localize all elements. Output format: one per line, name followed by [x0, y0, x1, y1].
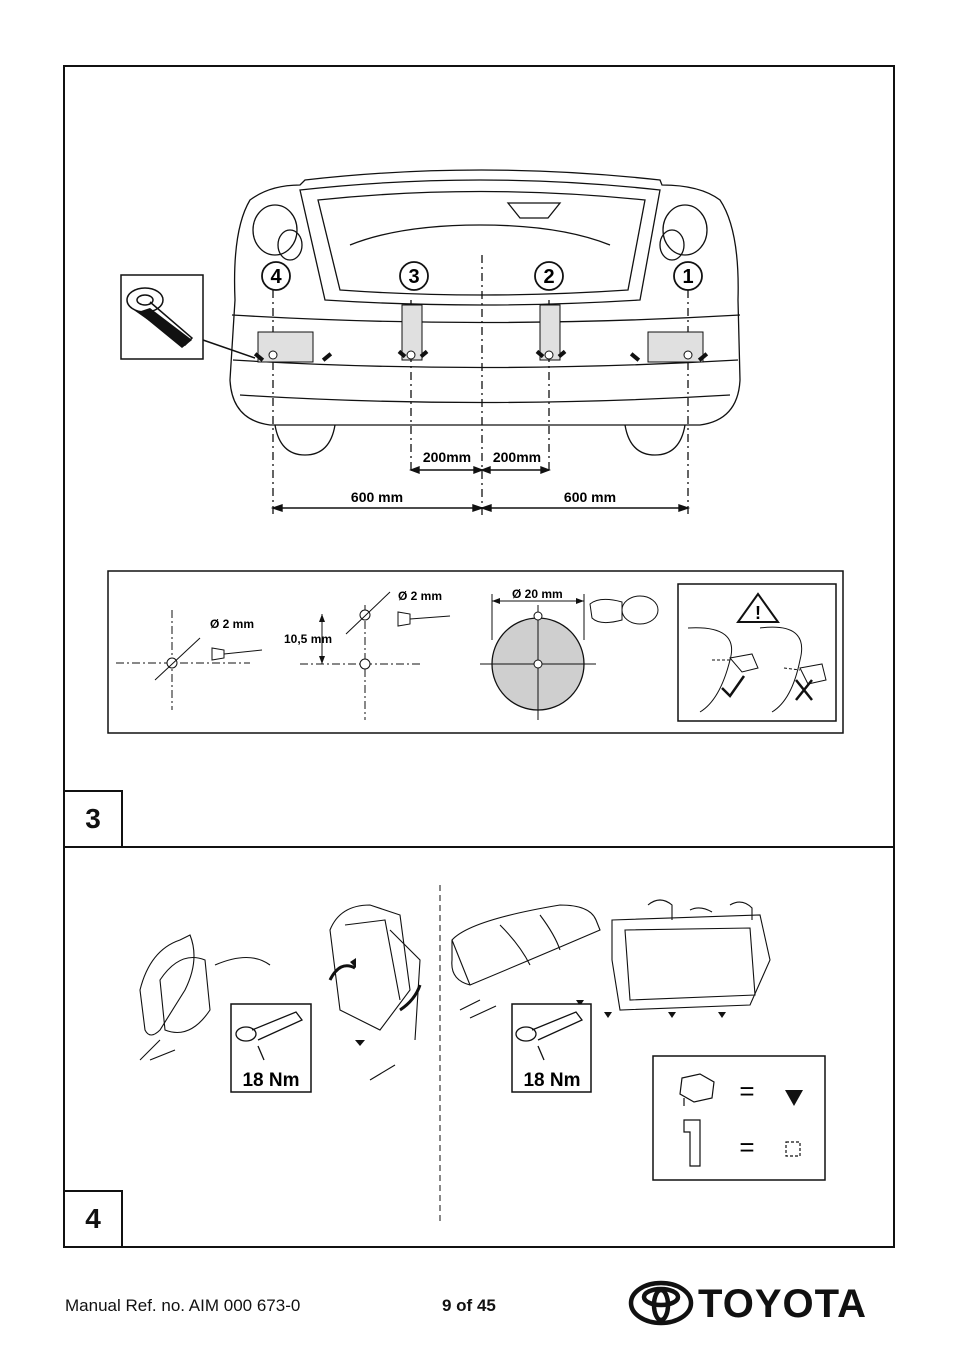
dim-outer-right: 600 mm — [564, 489, 616, 505]
torque-right: 18 Nm — [523, 1070, 580, 1091]
step3-car-rear-illustration: 4 3 2 1 200mm 200mm 600 mm 600 mm — [120, 169, 741, 515]
clip-icon — [683, 1119, 701, 1167]
drill-b-diameter: Ø 2 mm — [398, 589, 442, 603]
legend-box — [652, 1055, 826, 1181]
warning-triangle-icon — [736, 592, 780, 623]
manual-reference: Manual Ref. no. AIM 000 673-0 — [65, 1296, 301, 1315]
step4-seat-removal-illustration: 18 Nm 18 Nm = = — [139, 885, 826, 1225]
bolt-symbol-icon — [785, 1090, 803, 1106]
section-divider — [63, 846, 895, 848]
position-label-3: 3 — [408, 266, 419, 288]
drill-b-spacing: 10,5 mm — [284, 632, 332, 646]
step-number-3: 3 — [63, 790, 123, 848]
position-label-2: 2 — [543, 266, 554, 288]
brand-name: TOYOTA — [698, 1282, 867, 1326]
torque-wrench-box-right — [511, 1003, 592, 1093]
toyota-emblem-icon — [628, 1280, 694, 1326]
torque-wrench-box-left — [230, 1003, 312, 1093]
torque-left: 18 Nm — [242, 1070, 299, 1091]
toyota-logo: TOYOTA — [628, 1280, 883, 1328]
check-icon — [721, 675, 746, 698]
drilling-detail-panel: Ø 2 mm 10,5 mm Ø 2 mm Ø 20 mm ! — [107, 570, 844, 734]
legend-equals-bolt: = — [739, 1076, 754, 1106]
page-frame — [63, 65, 895, 1248]
drill-a-diameter: Ø 2 mm — [210, 617, 254, 631]
svg-text:!: ! — [755, 603, 761, 623]
position-label-4: 4 — [270, 266, 282, 288]
step-number-4: 4 — [63, 1190, 123, 1248]
dim-outer-left: 600 mm — [351, 489, 403, 505]
dim-inner-right: 200mm — [493, 449, 541, 465]
legend-equals-clip: = — [739, 1132, 754, 1162]
bolt-icon — [679, 1073, 715, 1103]
hole-saw-diameter: Ø 20 mm — [512, 587, 563, 601]
cross-icon — [795, 679, 813, 701]
clip-symbol-icon — [785, 1141, 801, 1157]
position-label-1: 1 — [682, 266, 693, 288]
tape-inset — [120, 274, 204, 360]
dim-inner-left: 200mm — [423, 449, 471, 465]
page-number: 9 of 45 — [442, 1296, 496, 1315]
